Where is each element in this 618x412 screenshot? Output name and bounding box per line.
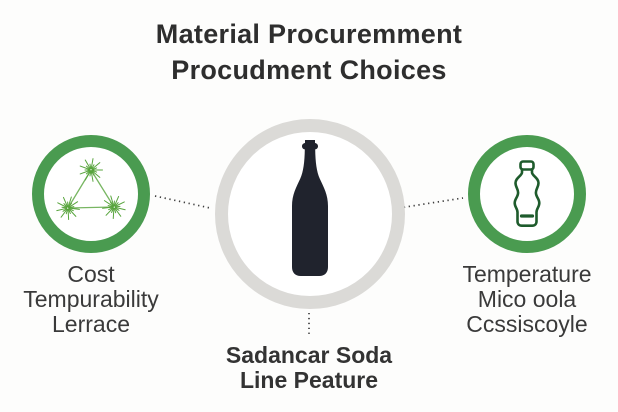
spark-ray bbox=[110, 195, 115, 207]
spark-ray bbox=[102, 206, 114, 209]
right-label-line: Temperature bbox=[462, 261, 592, 287]
spark-ray bbox=[90, 170, 94, 182]
spark-ray bbox=[105, 207, 114, 216]
molecule-triangle-icon bbox=[56, 158, 126, 220]
spark-ray bbox=[65, 208, 69, 215]
spark-ray bbox=[79, 169, 91, 175]
right-connector-dotted-line bbox=[398, 197, 464, 209]
right-label: Temperature Mico oola Ccssiscoyle bbox=[436, 262, 618, 337]
spark-ray bbox=[68, 208, 74, 212]
right-label-line: Ccssiscoyle bbox=[466, 311, 588, 337]
right-circle bbox=[468, 135, 586, 253]
left-circle bbox=[32, 135, 150, 253]
spark-ray bbox=[67, 208, 70, 220]
center-label-line: Line Peature bbox=[239, 367, 379, 393]
spark-ray bbox=[111, 207, 114, 213]
right-label-line: Mico oola bbox=[477, 286, 577, 312]
spark-ray bbox=[84, 159, 91, 170]
spark-ray bbox=[60, 208, 68, 218]
spark-ray bbox=[57, 202, 68, 208]
spark-ray bbox=[90, 158, 94, 170]
center-label-line: Sadancar Soda bbox=[225, 342, 393, 368]
spark-ray bbox=[114, 205, 121, 208]
spark-ray bbox=[91, 170, 101, 178]
soda-bottle-outline-icon bbox=[513, 160, 541, 227]
spark-ray bbox=[63, 203, 68, 208]
spark-ray bbox=[68, 208, 77, 217]
spark-ray bbox=[109, 201, 114, 207]
spark-ray bbox=[108, 207, 114, 211]
spark-ray bbox=[114, 195, 120, 207]
spark-ray bbox=[114, 207, 122, 217]
spark-ray bbox=[56, 207, 68, 212]
spark-ray bbox=[68, 202, 73, 208]
spark-ray bbox=[114, 207, 120, 211]
center-circle bbox=[215, 119, 405, 309]
spark-ray bbox=[103, 200, 114, 207]
spark-ray bbox=[113, 207, 117, 214]
spark-ray bbox=[62, 208, 68, 212]
spark-ray bbox=[114, 206, 126, 211]
spark-ray bbox=[91, 162, 101, 170]
left-label-line: Cost bbox=[67, 261, 115, 287]
spark-ray bbox=[112, 207, 115, 219]
spark-ray bbox=[91, 170, 95, 176]
spark-ray bbox=[68, 208, 71, 215]
left-label-line: Tempurability bbox=[23, 286, 159, 312]
spark-ray bbox=[91, 169, 98, 173]
page-title: Material Procuremment Procudment Choices bbox=[0, 16, 618, 88]
spark-ray bbox=[68, 201, 79, 208]
spark-ray bbox=[85, 165, 91, 170]
spark-ray bbox=[79, 165, 91, 171]
spark-ray bbox=[89, 170, 92, 177]
title-line-1: Material Procuremment bbox=[155, 19, 463, 49]
spark-ray bbox=[61, 206, 68, 209]
spark-ray bbox=[68, 207, 80, 210]
spark-ray bbox=[84, 170, 91, 181]
spark-ray bbox=[107, 205, 114, 208]
spark-ray bbox=[89, 163, 92, 170]
spark-ray bbox=[68, 206, 75, 209]
center-label: Sadancar Soda Line Peature bbox=[209, 343, 409, 393]
left-label-line: Lerrace bbox=[52, 311, 130, 337]
spark-ray bbox=[67, 196, 72, 208]
spark-ray bbox=[91, 164, 95, 170]
left-label: Cost Tempurability Lerrace bbox=[0, 262, 182, 337]
left-connector-dotted-line bbox=[154, 195, 211, 209]
soda-bottle-silhouette-icon bbox=[292, 140, 328, 276]
spark-ray bbox=[114, 201, 125, 207]
spark-ray bbox=[62, 196, 68, 208]
spark-ray bbox=[85, 170, 91, 175]
spark-ray bbox=[91, 167, 98, 171]
title-line-2: Procudment Choices bbox=[171, 55, 447, 85]
spark-ray bbox=[114, 202, 119, 207]
